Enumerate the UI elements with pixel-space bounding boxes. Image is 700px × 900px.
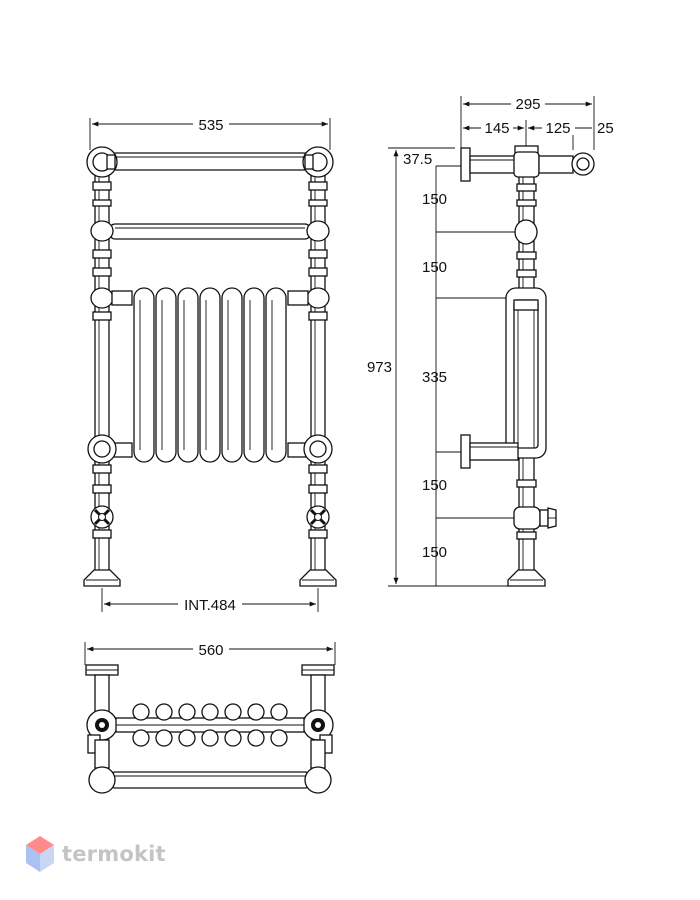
interaxis-dimension: INT.484 — [101, 588, 319, 614]
left-valve — [90, 505, 114, 529]
height-total-label: 973 — [367, 359, 392, 376]
spacing-1-label: 150 — [422, 191, 447, 208]
side-foot — [507, 569, 546, 587]
top-width-label: 560 — [198, 642, 223, 659]
spacing-3-label: 335 — [422, 369, 447, 386]
depth-b-label: 125 — [545, 120, 570, 137]
side-radiator-profile — [505, 287, 547, 459]
front-width-dimension: 535 — [89, 114, 331, 150]
column-collars — [92, 181, 328, 539]
depth-a-label: 145 — [484, 120, 509, 137]
top-view: 560 — [84, 639, 336, 794]
side-valve — [513, 506, 557, 530]
termokit-logo-icon — [26, 836, 54, 872]
radiator-block — [90, 287, 330, 463]
spacing-5-label: 150 — [422, 544, 447, 561]
termokit-logo: termokit — [26, 836, 166, 872]
lower-nodes — [87, 434, 333, 464]
top-rail — [86, 146, 334, 178]
front-view: 535 — [83, 114, 337, 614]
spacing-2-label: 150 — [422, 259, 447, 276]
second-rail — [90, 220, 330, 242]
depth-total-label: 295 — [515, 96, 540, 113]
top-wall-plates — [85, 664, 335, 716]
bottom-wall-bracket — [460, 434, 519, 469]
side-view: 295 145 125 25 37.5 973 150 150 335 — [367, 94, 614, 587]
spacing-4-label: 150 — [422, 477, 447, 494]
termokit-logo-text: termokit — [62, 842, 166, 866]
top-view-rail — [88, 766, 332, 794]
top-offset-label: 37.5 — [403, 151, 432, 168]
depth-c-label: 25 — [597, 120, 614, 137]
top-radiator-sections — [115, 703, 305, 747]
height-dimensions — [388, 147, 522, 587]
front-width-label: 535 — [198, 117, 223, 134]
top-wall-bracket — [460, 147, 595, 182]
top-width-dimension: 560 — [84, 639, 336, 665]
feet — [83, 569, 337, 587]
right-valve — [306, 505, 330, 529]
depth-dimensions: 295 145 125 25 — [460, 94, 614, 150]
top-valve-nodes — [86, 709, 334, 769]
interaxis-label: INT.484 — [184, 597, 236, 614]
